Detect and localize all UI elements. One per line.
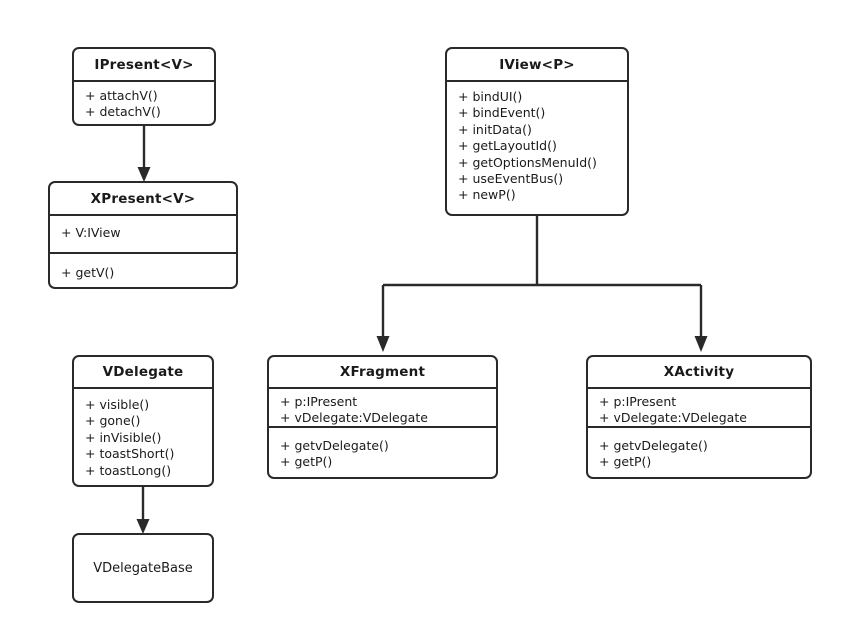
class-title-iview: IView<P> bbox=[499, 56, 575, 73]
attribute-row: + p:IPresent bbox=[280, 394, 358, 409]
class-box-iview[interactable]: IView<P> + bindUI() + bindEvent() + init… bbox=[445, 47, 629, 216]
method-row: + getP() bbox=[280, 454, 333, 470]
attribute-row: + V:IView bbox=[61, 225, 121, 240]
method-row: + getvDelegate() bbox=[599, 438, 708, 453]
class-title-xfragment: XFragment bbox=[339, 364, 426, 380]
member-row: + newP() bbox=[458, 187, 516, 203]
member-row: + useEventBus() bbox=[458, 171, 564, 187]
connector-ipresent-to-xpresent bbox=[128, 120, 162, 186]
member-row: + getLayoutId() bbox=[458, 138, 557, 154]
method-row: + getP() bbox=[599, 454, 652, 470]
class-methods-xpresent: + getV() bbox=[50, 252, 236, 287]
class-title-ipresent: IPresent<V> bbox=[94, 56, 194, 73]
class-title-xactivity: XActivity bbox=[663, 364, 735, 380]
member-row: + inVisible() bbox=[85, 429, 162, 445]
attribute-row: + vDelegate:VDelegate bbox=[280, 410, 428, 426]
member-row: + bindUI() bbox=[458, 89, 523, 104]
member-row: + attachV() bbox=[85, 88, 158, 103]
class-members-ipresent: + attachV() + detachV() bbox=[74, 80, 214, 124]
class-attributes-xpresent: + V:IView bbox=[50, 214, 236, 252]
member-row: + bindEvent() bbox=[458, 105, 546, 121]
class-title-xpresent: XPresent<V> bbox=[90, 190, 196, 207]
member-row: + gone() bbox=[85, 413, 141, 429]
class-title-vdelegatebase: VDelegateBase bbox=[93, 560, 193, 576]
attribute-row: + vDelegate:VDelegate bbox=[599, 410, 747, 426]
class-methods-xfragment: + getvDelegate() + getP() bbox=[269, 426, 496, 477]
class-box-xactivity[interactable]: XActivity + p:IPresent + vDelegate:VDele… bbox=[586, 355, 812, 479]
connector-vdelegate-to-vdelegatebase bbox=[127, 482, 161, 538]
connector-iview-to-subclasses bbox=[370, 212, 716, 358]
class-box-xpresent[interactable]: XPresent<V> + V:IView + getV() bbox=[48, 181, 238, 289]
class-members-vdelegate: + visible() + gone() + inVisible() + toa… bbox=[74, 387, 212, 485]
class-attributes-xactivity: + p:IPresent + vDelegate:VDelegate bbox=[588, 387, 810, 426]
class-title-vdelegate: VDelegate bbox=[102, 364, 184, 380]
member-row: + detachV() bbox=[85, 104, 161, 120]
member-row: + initData() bbox=[458, 121, 532, 137]
method-row: + getvDelegate() bbox=[280, 438, 389, 453]
member-row: + visible() bbox=[85, 397, 150, 412]
attribute-row: + p:IPresent bbox=[599, 394, 677, 409]
class-members-iview: + bindUI() + bindEvent() + initData() + … bbox=[447, 80, 627, 214]
member-row: + toastShort() bbox=[85, 446, 175, 462]
method-row: + getV() bbox=[61, 265, 115, 280]
class-methods-xactivity: + getvDelegate() + getP() bbox=[588, 426, 810, 477]
class-box-vdelegatebase[interactable]: VDelegateBase bbox=[72, 533, 214, 603]
class-box-ipresent[interactable]: IPresent<V> + attachV() + detachV() bbox=[72, 47, 216, 126]
member-row: + toastLong() bbox=[85, 462, 172, 478]
class-box-vdelegate[interactable]: VDelegate + visible() + gone() + inVisib… bbox=[72, 355, 214, 487]
class-box-xfragment[interactable]: XFragment + p:IPresent + vDelegate:VDele… bbox=[267, 355, 498, 479]
class-attributes-xfragment: + p:IPresent + vDelegate:VDelegate bbox=[269, 387, 496, 426]
member-row: + getOptionsMenuId() bbox=[458, 154, 597, 170]
